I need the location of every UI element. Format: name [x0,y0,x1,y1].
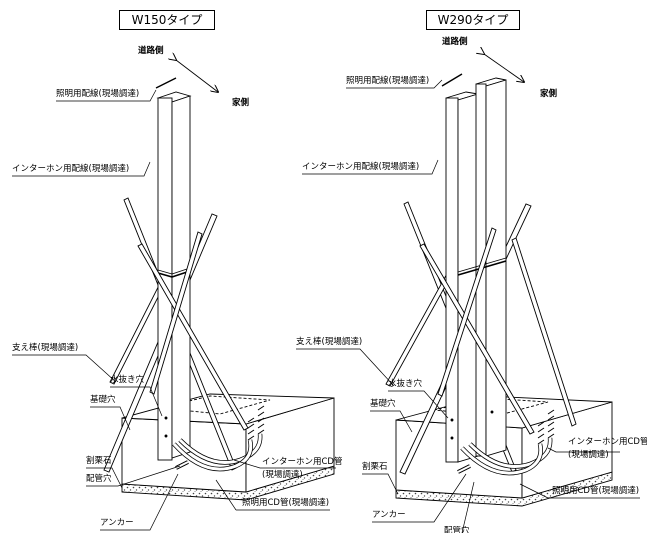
right-diagram [296,54,640,533]
right-intercom-cd-label: インターホン用CD管 [568,437,647,447]
left-leaders [12,89,336,531]
right-intercom-cd-sub-label: (現場調達) [568,450,609,460]
left-lighting-cd-label: 照明用CD管(現場調達) [242,498,330,508]
right-intercom-wiring-label: インターホン用配線(現場調達) [302,162,420,172]
right-support-rod-label: 支え棒(現場調達) [296,337,363,347]
right-lighting-wiring-label: 照明用配線(現場調達) [346,76,430,86]
left-diagram [12,60,336,531]
left-intercom-cd-sub-label: (現場調達) [262,470,303,480]
right-house-side-label: 家側 [540,89,558,99]
right-direction-arrow [484,54,524,82]
right-drain-hole-label: 水抜き穴 [388,379,423,389]
right-conduit-hole-label: 配管穴 [444,526,470,533]
left-anchor-label: アンカー [100,518,134,528]
left-intercom-cd-label: インターホン用CD管 [262,457,343,467]
left-conduit-hole-label: 配管穴 [86,474,112,484]
right-crushed-stone-label: 割栗石 [362,462,388,472]
right-title: W290タイプ [426,10,520,30]
left-house-side-label: 家側 [232,98,250,108]
left-foundation-hole-label: 基礎穴 [90,395,116,405]
left-support-rod-label: 支え棒(現場調達) [12,343,79,353]
right-foundation-hole-label: 基礎穴 [370,399,396,409]
right-anchor-label: アンカー [372,510,406,520]
left-drain-hole-label: 水抜き穴 [110,375,145,385]
left-title: W150タイプ [119,10,215,30]
right-posts [441,73,507,463]
left-lighting-wiring-label: 照明用配線(現場調達) [56,89,140,99]
left-direction-arrow [176,60,218,92]
left-road-side-label: 道路側 [138,46,164,56]
right-leaders [296,79,640,533]
left-post [155,77,192,461]
left-intercom-wiring-label: インターホン用配線(現場調達) [12,164,130,174]
left-crushed-stone-label: 割栗石 [86,456,112,466]
right-lighting-cd-label: 照明用CD管(現場調達) [552,486,640,496]
right-road-side-label: 道路側 [442,37,468,47]
